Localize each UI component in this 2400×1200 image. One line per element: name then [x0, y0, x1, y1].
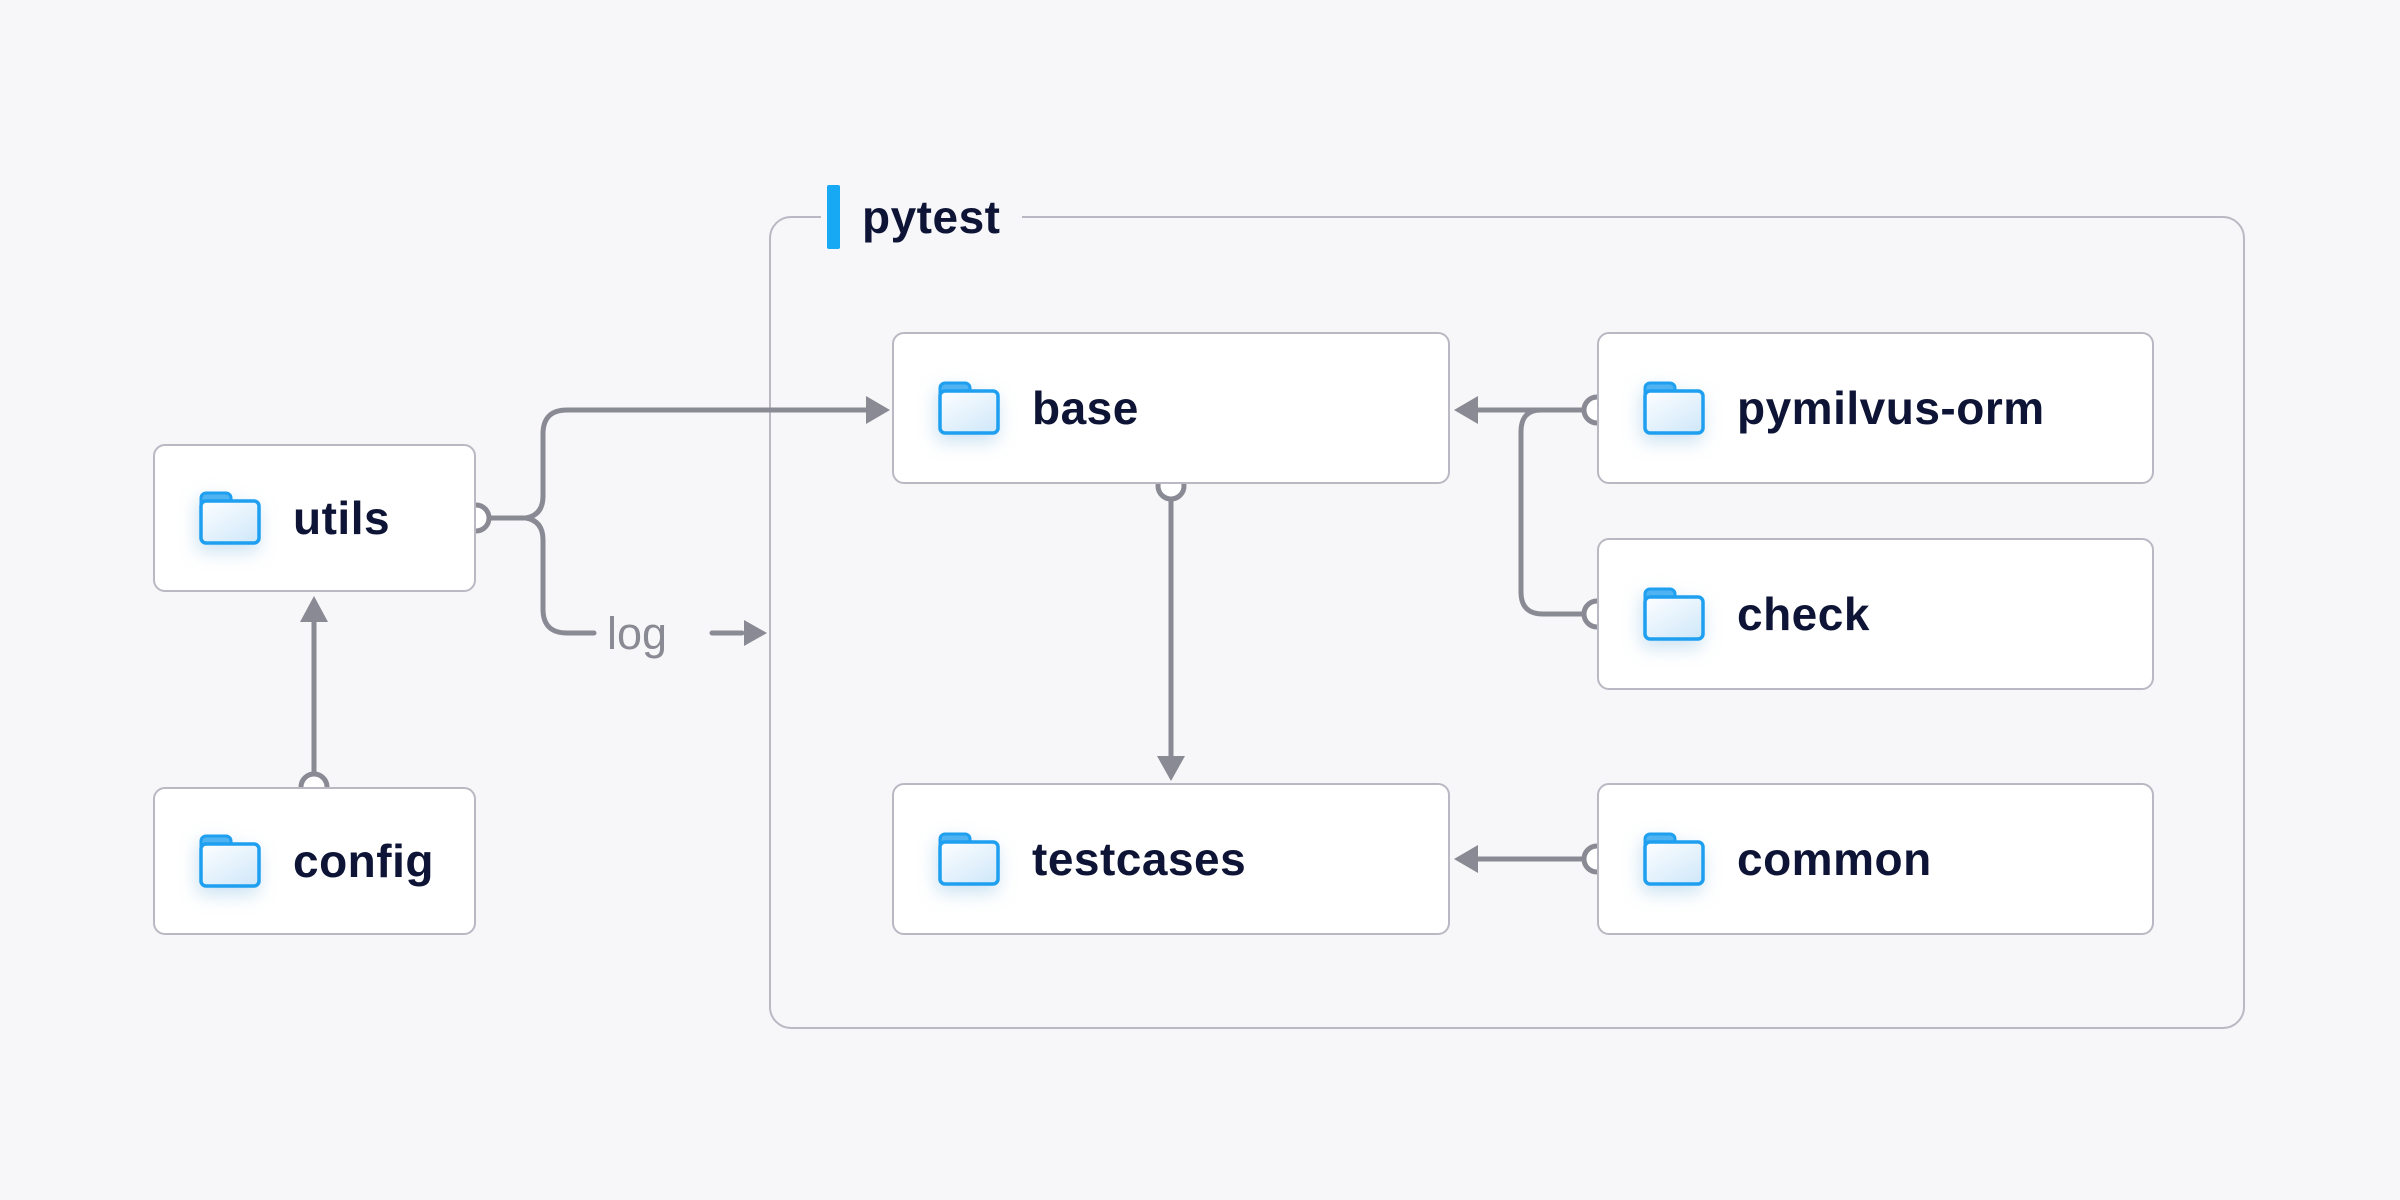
- folder-icon: [199, 834, 261, 888]
- pytest-group-container: pytest: [769, 185, 2245, 1029]
- node-common: common: [1597, 783, 2154, 935]
- folder-icon: [938, 832, 1000, 886]
- node-label-config: config: [293, 835, 434, 887]
- node-label-utils: utils: [293, 492, 391, 544]
- accent-bar: [827, 185, 840, 249]
- node-testcases: testcases: [892, 783, 1450, 935]
- pytest-group-label: pytest: [821, 185, 1023, 249]
- node-label-testcases: testcases: [1032, 833, 1247, 885]
- node-config: config: [153, 787, 476, 935]
- folder-icon: [938, 381, 1000, 435]
- node-label-check: check: [1737, 588, 1870, 640]
- folder-icon: [199, 491, 261, 545]
- log-edge-label: log: [607, 608, 667, 659]
- node-pymilvus-orm: pymilvus-orm: [1597, 332, 2154, 484]
- folder-icon: [1643, 381, 1705, 435]
- node-utils: utils: [153, 444, 476, 592]
- edge-utils-log: [523, 515, 597, 636]
- pytest-group-title: pytest: [862, 191, 1001, 243]
- node-label-pymilvus-orm: pymilvus-orm: [1737, 382, 2045, 434]
- node-label-base: base: [1032, 382, 1139, 434]
- node-check: check: [1597, 538, 2154, 690]
- folder-icon: [1643, 587, 1705, 641]
- node-label-common: common: [1737, 833, 1932, 885]
- folder-icon: [1643, 832, 1705, 886]
- arrowhead-into-utils: [300, 596, 328, 622]
- log-arrowhead: [744, 620, 767, 646]
- node-base: base: [892, 332, 1450, 484]
